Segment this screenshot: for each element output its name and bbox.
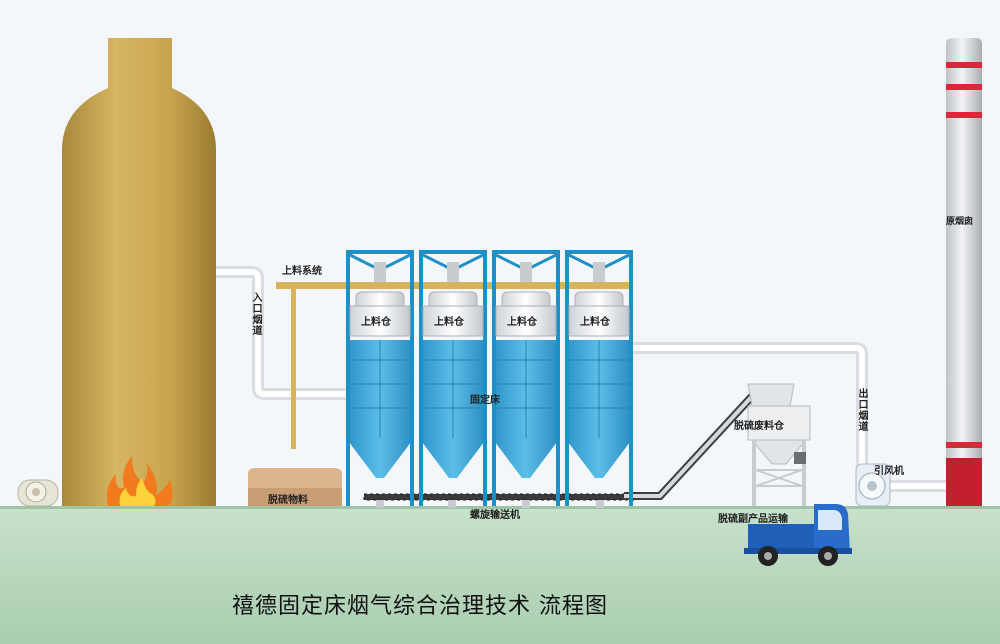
bin-label-1: 上料仓 [361, 317, 391, 328]
chimney-label: 原烟囱 [946, 217, 974, 227]
feed-system-label: 上料系统 [282, 266, 322, 277]
fixed-bed-unit [419, 250, 487, 506]
inlet-flue-pipe [215, 266, 346, 400]
blower-icon [17, 479, 59, 507]
outlet-flue-pipe-highlight [632, 345, 865, 470]
truck-icon [744, 504, 852, 566]
induced-fan-label: 引风机 [874, 466, 904, 477]
outlet-flue-pipe [632, 342, 868, 470]
screw-conveyor-label: 螺旋输送机 [470, 510, 520, 521]
ground-edge [0, 506, 1000, 509]
bin-label-4: 上料仓 [580, 317, 610, 328]
inclined-conveyor [624, 389, 759, 500]
fixed-bed-label: 固定床 [470, 395, 500, 406]
screw-conveyor-supports [376, 500, 604, 508]
desulfur-material-label: 脱硫物料 [268, 495, 308, 506]
flame-icon [107, 456, 173, 506]
byproduct-truck-label: 脱硫副产品运输 [718, 514, 788, 525]
feed-system-beam [276, 282, 632, 289]
diagram-title: 禧德固定床烟气综合治理技术 流程图 [232, 594, 608, 619]
inlet-flue-label: 入口烟道 [250, 292, 261, 336]
induced-fan-icon [855, 463, 891, 507]
waste-bin-label: 脱硫废料仓 [734, 421, 784, 432]
fixed-bed-unit [565, 250, 633, 506]
fixed-bed-units [346, 250, 633, 506]
feed-drop-pipe [291, 289, 296, 449]
desulfur-material-box [248, 468, 342, 506]
waste-bin [747, 383, 811, 506]
chimney [946, 38, 982, 506]
inlet-flue-pipe-highlight [215, 269, 346, 397]
fixed-bed-unit [492, 250, 560, 506]
ground [0, 506, 1000, 644]
bin-label-2: 上料仓 [434, 317, 464, 328]
bin-label-3: 上料仓 [507, 317, 537, 328]
outlet-flue-label: 出口烟道 [856, 388, 867, 432]
screw-conveyor [364, 494, 634, 500]
desulfurization-tower [62, 38, 216, 506]
fixed-bed-unit [346, 250, 414, 506]
